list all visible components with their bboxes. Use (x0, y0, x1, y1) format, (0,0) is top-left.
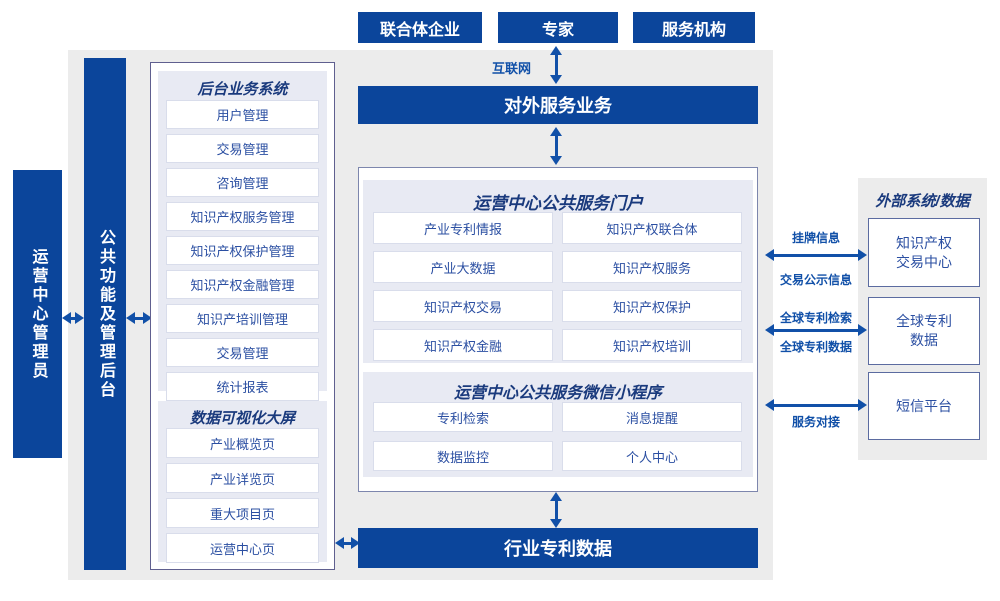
portal-grid: 产业专利情报 知识产权联合体 产业大数据 知识产权服务 知识产权交易 知识产权保… (373, 212, 742, 361)
internet-arrow-icon (550, 46, 562, 84)
portal-item: 知识产权保护 (562, 290, 742, 322)
external-panel-title: 外部系统/数据 (875, 193, 970, 210)
portal-item: 知识产权金融 (373, 329, 553, 361)
portal-item: 知识产权交易 (373, 290, 553, 322)
service-connect-label: 服务对接 (791, 415, 840, 429)
backend-item: 交易管理 (166, 134, 319, 163)
admin-backend-arrow-icon (62, 312, 84, 324)
dashboard-item: 产业详览页 (166, 463, 319, 493)
external-box-global-patent-data: 全球专利 数据 (868, 297, 980, 365)
backend-item: 交易管理 (166, 338, 319, 367)
miniapp-item: 消息提醒 (562, 402, 742, 432)
miniapp-title: 运营中心公共服务微信小程序 (453, 385, 662, 402)
backend-item: 知识产权保护管理 (166, 236, 319, 265)
dashboard-item: 重大项目页 (166, 498, 319, 528)
actor-experts: 专家 (498, 12, 618, 43)
backend-panel-arrow-icon (126, 312, 152, 324)
backend-item: 知识产权金融管理 (166, 270, 319, 299)
industry-patent-data-bar: 行业专利数据 (358, 528, 758, 568)
dashboard-item: 产业概览页 (166, 428, 319, 458)
backend-system-title: 后台业务系统 (197, 81, 288, 98)
external-box-sms-platform: 短信平台 (868, 372, 980, 440)
trade-public-info-label: 交易公示信息 (779, 273, 852, 287)
external-service-bar: 对外服务业务 (358, 86, 758, 124)
backend-item: 知识产权服务管理 (166, 202, 319, 231)
listing-info-label: 挂牌信息 (791, 231, 840, 245)
global-patent-search-label: 全球专利检索 (779, 311, 852, 325)
dashboard-industry-arrow-icon (335, 537, 360, 549)
sms-platform-arrow-icon (765, 399, 867, 411)
backend-item: 用户管理 (166, 100, 319, 129)
miniapp-item: 个人中心 (562, 441, 742, 471)
backend-system-list: 用户管理 交易管理 咨询管理 知识产权服务管理 知识产权保护管理 知识产权金融管… (166, 100, 319, 401)
public-function-backend-bar: 公共功能及管理后台 (84, 58, 126, 570)
miniapp-item: 专利检索 (373, 402, 553, 432)
portal-item: 产业专利情报 (373, 212, 553, 244)
portal-title: 运营中心公共服务门户 (473, 194, 643, 213)
service-to-portal-arrow-icon (550, 127, 562, 165)
portal-item: 知识产权服务 (562, 251, 742, 283)
miniapp-grid: 专利检索 消息提醒 数据监控 个人中心 (373, 402, 742, 471)
internet-label: 互联网 (492, 61, 532, 76)
dashboard-title: 数据可视化大屏 (189, 410, 295, 427)
operations-admin-bar: 运营中心管理员 (13, 170, 62, 458)
global-patent-arrow-icon (765, 324, 867, 336)
dashboard-item: 运营中心页 (166, 533, 319, 563)
actor-consortium-enterprises: 联合体企业 (358, 12, 482, 43)
portal-to-industry-arrow-icon (550, 492, 562, 528)
trade-center-arrow-icon (765, 249, 867, 261)
backend-item: 统计报表 (166, 372, 319, 401)
miniapp-item: 数据监控 (373, 441, 553, 471)
dashboard-list: 产业概览页 产业详览页 重大项目页 运营中心页 (166, 428, 319, 563)
actor-service-agencies: 服务机构 (633, 12, 755, 43)
external-box-ip-trade-center: 知识产权 交易中心 (868, 218, 980, 287)
portal-item: 产业大数据 (373, 251, 553, 283)
backend-item: 咨询管理 (166, 168, 319, 197)
backend-item: 知识产培训管理 (166, 304, 319, 333)
portal-item: 知识产权培训 (562, 329, 742, 361)
global-patent-data-label: 全球专利数据 (779, 340, 852, 354)
portal-item: 知识产权联合体 (562, 212, 742, 244)
